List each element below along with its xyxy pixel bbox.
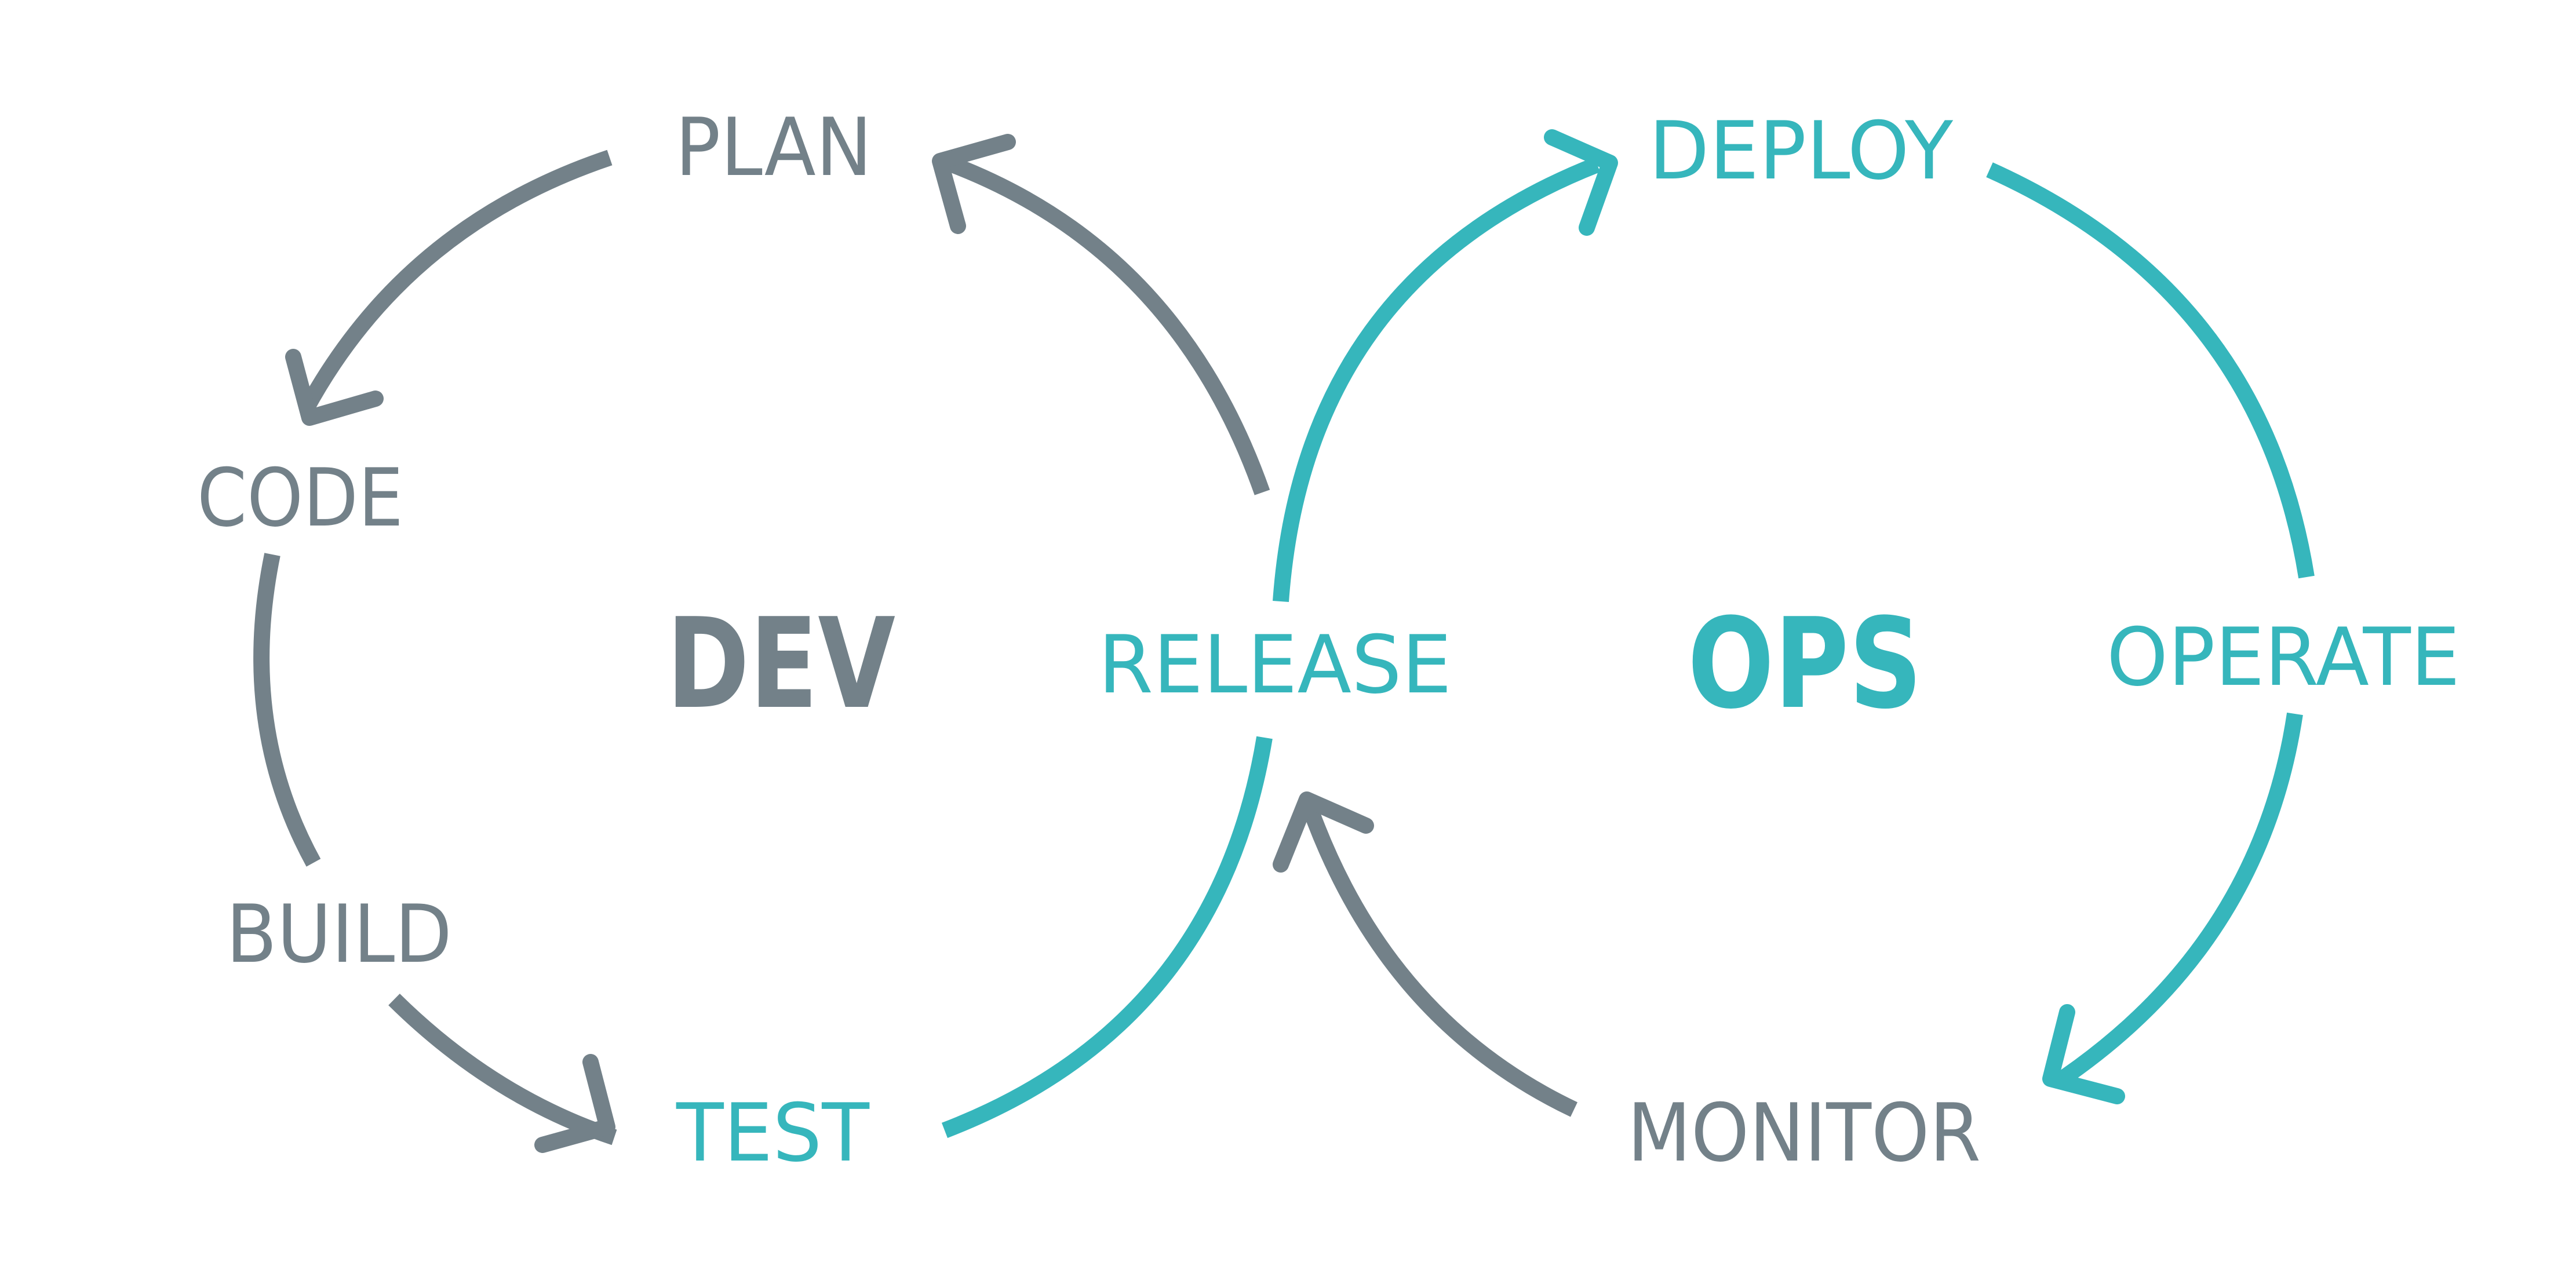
arrowhead-deploy	[1544, 129, 1618, 236]
label-deploy: DEPLOY	[1649, 104, 1954, 198]
arc-deploy-to-operate	[1986, 162, 2315, 579]
arc-test-to-release	[941, 736, 1273, 1139]
arc-monitor-to-release	[1300, 801, 1578, 1117]
arrowhead-release	[1273, 791, 1374, 873]
label-build: BUILD	[226, 888, 452, 981]
label-code: CODE	[197, 451, 403, 545]
label-release: RELEASE	[1098, 618, 1452, 711]
label-plan: PLAN	[675, 101, 872, 194]
arc-build-to-test	[388, 994, 617, 1145]
label-test: TEST	[676, 1086, 870, 1180]
arc-plan-to-code	[298, 149, 613, 413]
arrowhead-monitor	[2042, 1004, 2125, 1104]
label-dev: DEV	[666, 591, 895, 736]
arc-release-to-deploy	[1273, 156, 1601, 603]
arc-operate-to-monitor	[2055, 712, 2303, 1088]
arrowhead-code	[285, 349, 384, 426]
label-operate: OPERATE	[2107, 611, 2460, 704]
arrowhead-plan	[932, 134, 1016, 234]
arc-code-to-build	[253, 553, 321, 867]
label-ops: OPS	[1688, 591, 1922, 736]
label-monitor: MONITOR	[1627, 1086, 1981, 1180]
arc-release-to-plan	[946, 155, 1270, 495]
arrowhead-test	[534, 1054, 615, 1153]
